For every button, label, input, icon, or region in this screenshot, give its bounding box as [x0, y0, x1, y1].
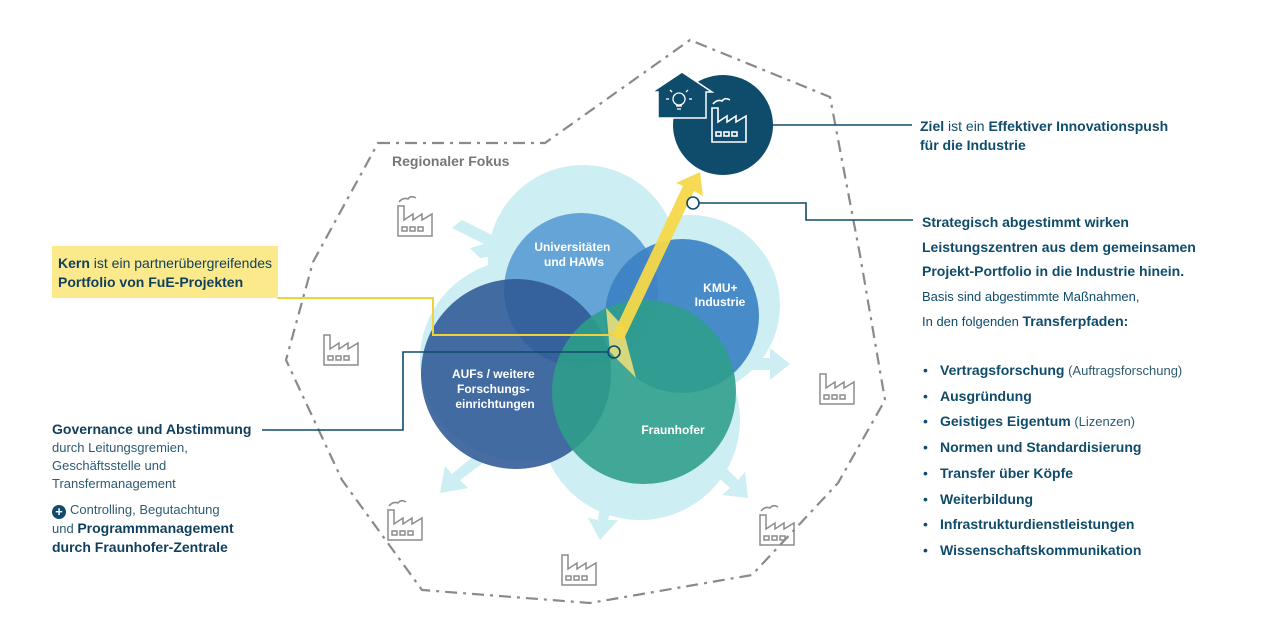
regional-boundary: [284, 38, 887, 605]
list-item: Geistiges Eigentum (Lizenzen): [922, 409, 1182, 435]
circle-fraunhofer: [552, 300, 736, 484]
kern-box: [52, 246, 278, 298]
ziel-industry: für die Industrie: [920, 137, 1026, 153]
arrow-bottom: [588, 505, 618, 540]
factory-icon-5: [561, 554, 597, 586]
strategy-line-1: Strategisch abgestimmt wirken: [922, 214, 1129, 230]
path-name: Geistiges Eigentum: [940, 413, 1071, 430]
arrow-upper-left: [452, 220, 506, 258]
governance-program: Programmmanagement: [77, 520, 234, 536]
path-extra: (Auftragsforschung): [1064, 363, 1183, 378]
push-arrow-icon: [649, 71, 715, 119]
governance-block: Governance und Abstimmung durch Leitungs…: [52, 420, 251, 557]
strategy-connector: [699, 202, 913, 221]
path-name: Infrastrukturdienstleistungen: [940, 516, 1135, 533]
kern-portfolio: Portfolio von FuE-Projekten: [58, 274, 244, 290]
governance-plus-text: Controlling, Begutachtung: [70, 502, 220, 517]
path-name: Transfer über Köpfe: [940, 464, 1074, 481]
factory-icon-3: [819, 373, 855, 405]
label-aufs: AUFs / weitere Forschungs- einrichtungen: [452, 367, 538, 411]
kern-bold: Kern: [58, 255, 90, 271]
governance-line-2: Geschäftsstelle und: [52, 458, 167, 473]
strategy-transfer: Transferpfaden:: [1022, 313, 1129, 329]
strategy-prefix: In den folgenden: [922, 314, 1023, 329]
list-item: Infrastrukturdienstleistungen: [922, 512, 1182, 538]
path-extra: (Lizenzen): [1070, 414, 1136, 430]
path-name: Weiterbildung: [940, 490, 1034, 507]
list-item: Ausgründung: [922, 384, 1182, 410]
governance-central: durch Fraunhofer-Zentrale: [52, 539, 228, 555]
governance-line-1: durch Leitungsgremien,: [52, 440, 188, 455]
ziel-bold: Ziel: [920, 118, 945, 134]
path-name: Ausgründung: [940, 387, 1032, 404]
governance-line-3: Transfermanagement: [52, 476, 176, 491]
path-name: Normen und Standardisierung: [940, 439, 1142, 456]
regional-focus-label: Regionaler Fokus: [392, 153, 510, 169]
label-fraunhofer: Fraunhofer: [641, 423, 705, 437]
strategy-marker: [686, 196, 700, 210]
list-item: Normen und Standardisierung: [922, 435, 1182, 461]
factory-icon-1: [397, 195, 433, 237]
plus-icon: +: [52, 505, 66, 519]
ziel-block: Ziel ist ein Effektiver Innovationspush …: [920, 117, 1168, 155]
arrow-right: [740, 348, 790, 380]
governance-marker: [607, 345, 621, 359]
strategy-line-3: Projekt-Portfolio in die Industrie hinei…: [922, 263, 1185, 279]
core-wedge: [606, 308, 636, 378]
governance-title: Governance und Abstimmung: [52, 421, 252, 437]
kern-text: Kern ist ein partnerübergreifendes Portf…: [58, 254, 272, 292]
path-name: Wissenschaftskommunikation: [940, 541, 1142, 558]
label-kmu: KMU+ Industrie: [695, 281, 746, 309]
factory-icon-goal: [711, 97, 747, 143]
kern-text-1: ist ein partnerübergreifendes: [89, 255, 273, 271]
list-item: Transfer über Köpfe: [922, 461, 1182, 487]
lightbulb-icon: [666, 89, 692, 110]
innovation-arrow: [612, 172, 703, 341]
list-item: Wissenschaftskommunikation: [922, 538, 1182, 564]
arrow-lower-left: [440, 455, 483, 493]
strategy-basis: Basis sind abgestimmte Maßnahmen,: [922, 288, 1140, 304]
governance-and: und: [52, 521, 78, 536]
factory-icon-6: [759, 504, 795, 546]
outward-arrows: [440, 220, 790, 540]
strategy-block: Strategisch abgestimmt wirken Leistungsz…: [922, 210, 1196, 335]
list-item: Vertragsforschung (Auftragsforschung): [922, 358, 1182, 384]
governance-connector: [262, 351, 608, 431]
ziel-innovation: Effektiver Innovationspush: [988, 118, 1169, 134]
factory-icon-4: [387, 499, 423, 541]
list-item: Weiterbildung: [922, 487, 1182, 513]
factory-icon-2: [323, 334, 359, 366]
path-name: Vertragsforschung: [940, 362, 1065, 378]
kern-connector: [277, 297, 614, 336]
transfer-paths-list: Vertragsforschung (Auftragsforschung) Au…: [922, 358, 1182, 564]
strategy-line-2: Leistungszentren aus dem gemeinsamen: [922, 238, 1196, 255]
label-universities: Universitäten und HAWs: [534, 240, 613, 269]
arrow-lower-right: [710, 462, 748, 498]
ziel-text: ist ein: [944, 118, 989, 134]
